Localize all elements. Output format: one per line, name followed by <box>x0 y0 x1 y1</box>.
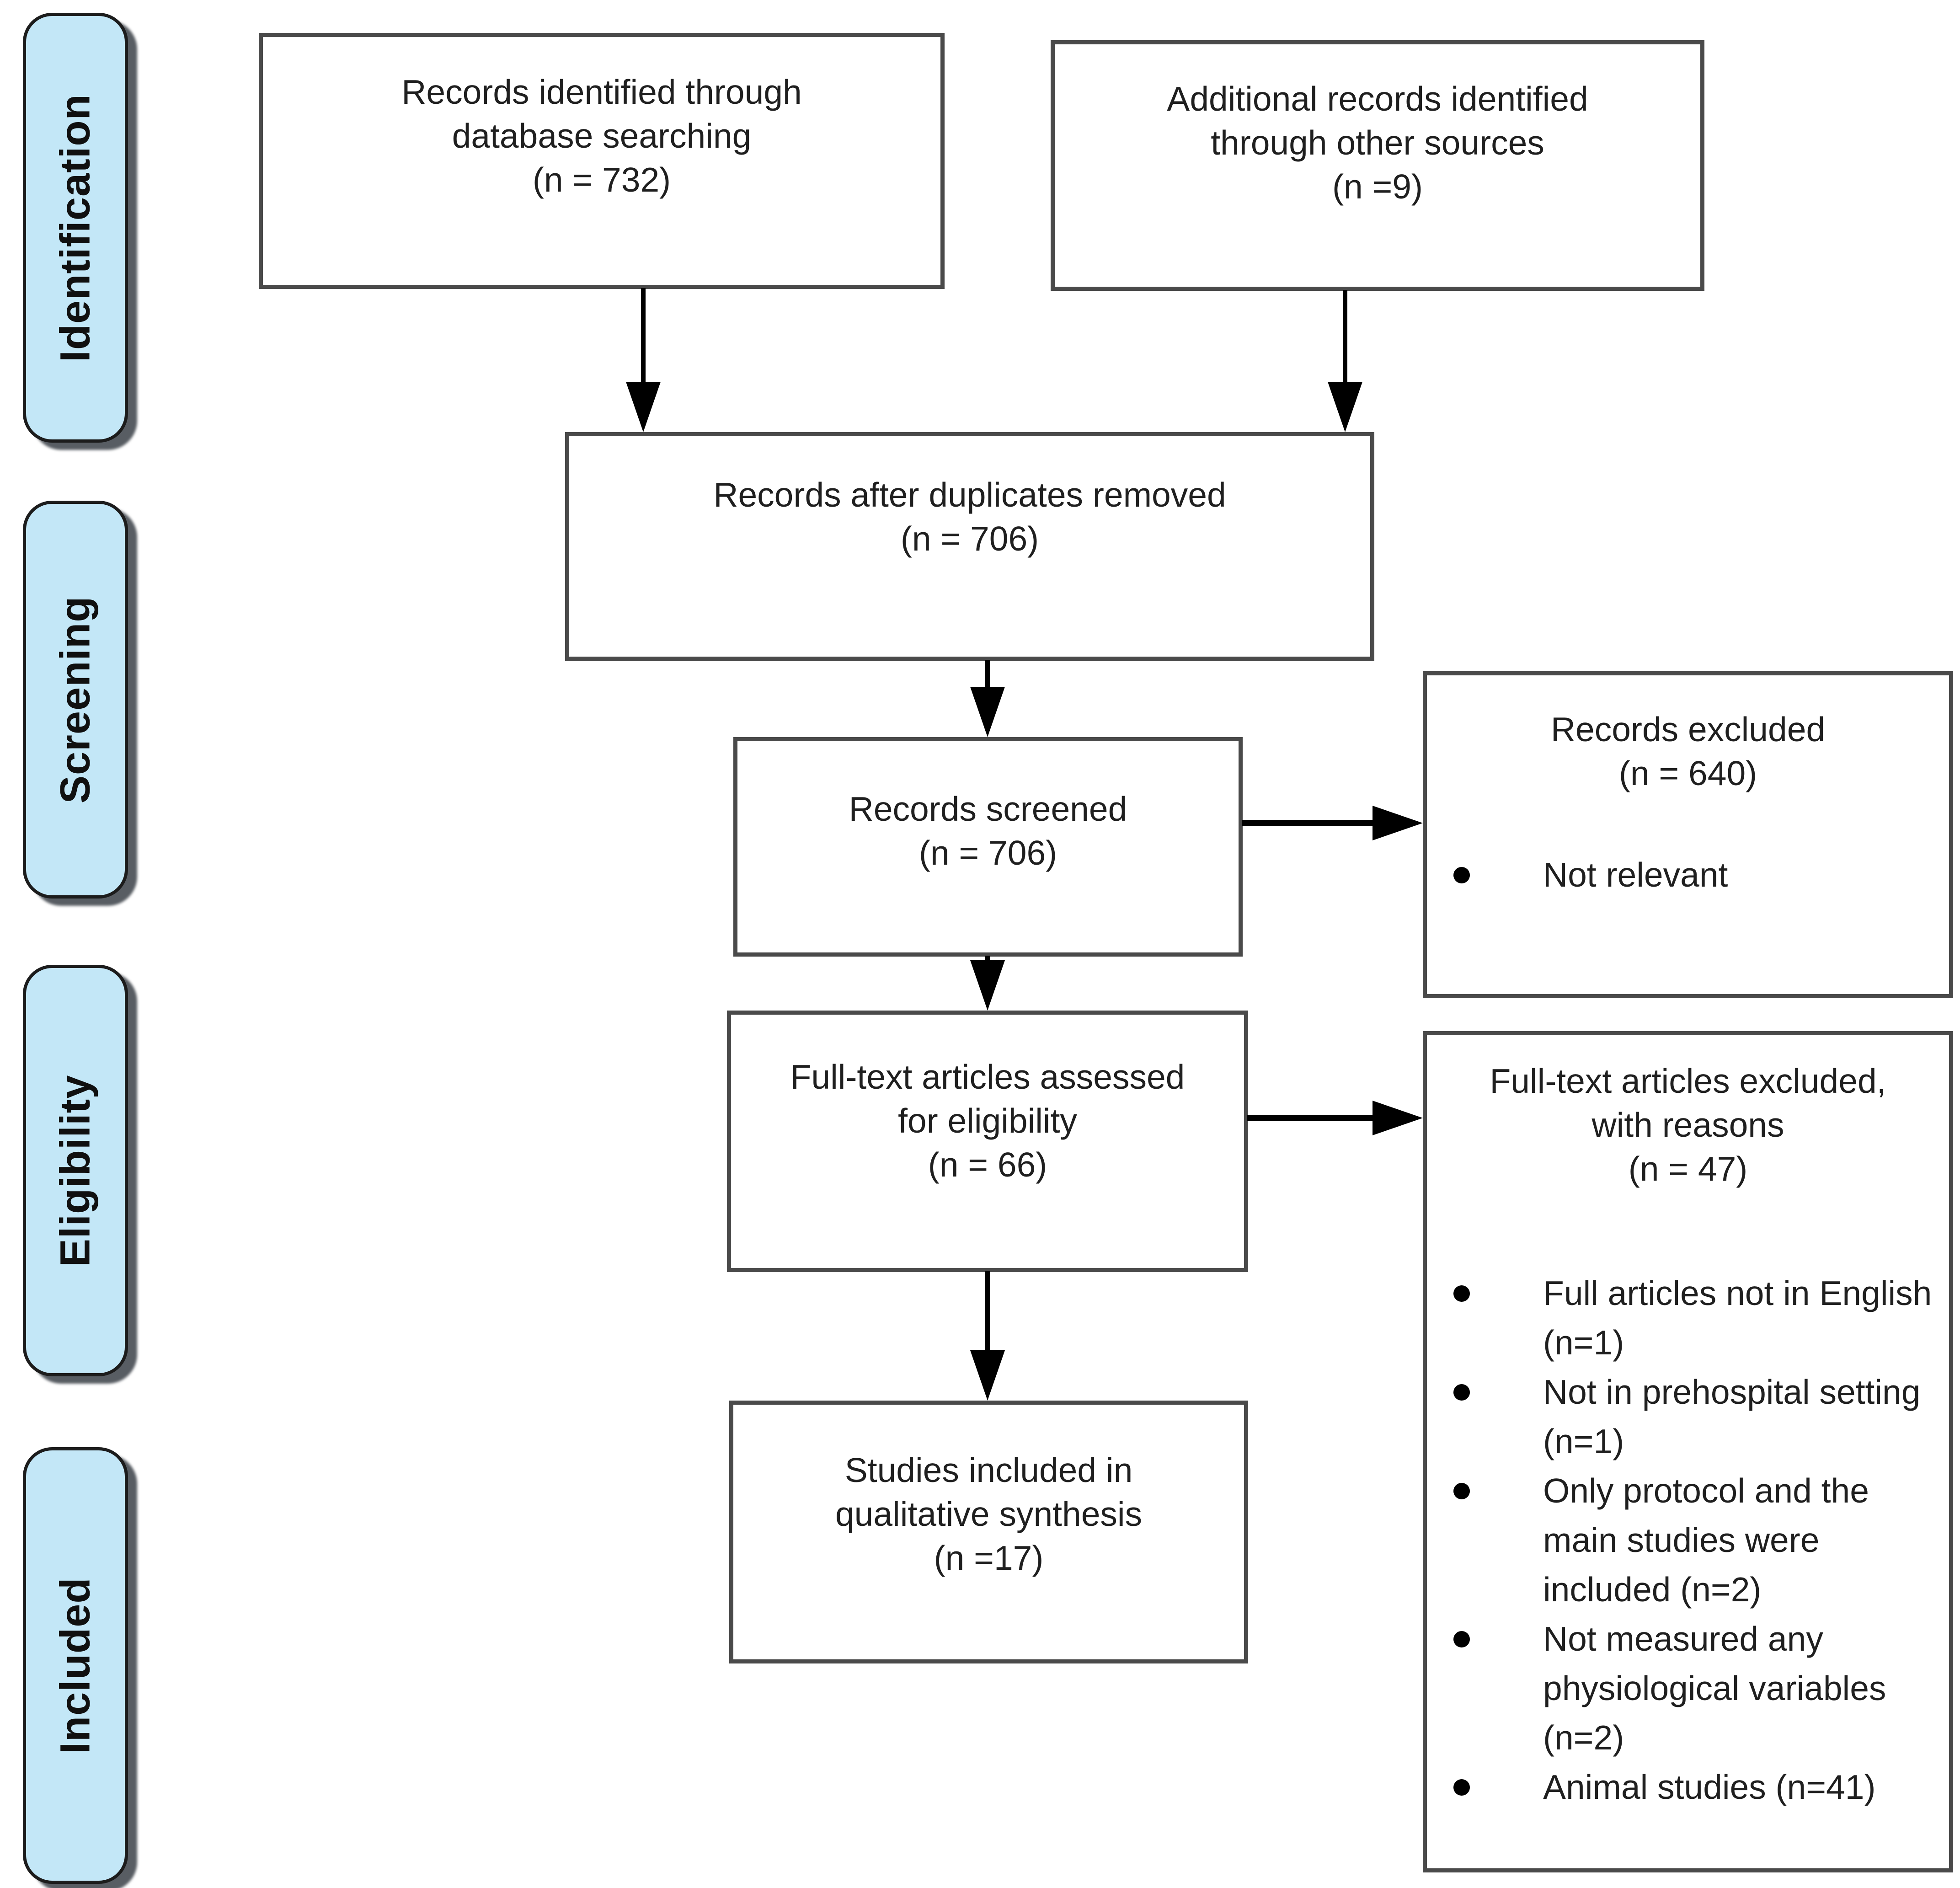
arrow-additional-to-duplicates-head <box>1328 382 1362 432</box>
list-item: Not in prehospital setting (n=1) <box>1453 1367 1935 1466</box>
stage-box-screening: Screening <box>23 501 128 899</box>
stage-label-identification: Identification <box>52 93 99 362</box>
bullet-dot-icon <box>1453 1384 1470 1401</box>
box-line: with reasons <box>1591 1106 1784 1144</box>
stage-box-identification: Identification <box>23 13 128 443</box>
bullet-dot-icon <box>1453 1779 1470 1796</box>
box-fulltext-excluded: Full-text articles excluded, with reason… <box>1423 1031 1953 1872</box>
bullet-dot-icon <box>1453 1483 1470 1499</box>
stage-label-screening: Screening <box>52 596 99 803</box>
box-line: for eligibility <box>898 1102 1077 1140</box>
box-count: (n = 66) <box>928 1145 1047 1184</box>
box-line: Full-text articles assessed <box>790 1058 1185 1096</box>
box-line: Studies included in <box>844 1450 1133 1489</box>
list-item: Only protocol and the main studies were … <box>1453 1466 1935 1614</box>
arrow-screened-to-fulltext-head <box>970 960 1005 1011</box>
list-item: Animal studies (n=41) <box>1453 1762 1935 1812</box>
arrow-screened-to-excluded-head <box>1373 806 1423 840</box>
exclusion-reason: Animal studies (n=41) <box>1543 1768 1876 1806</box>
arrow-fulltext-to-included-stem <box>985 1271 990 1353</box>
box-count: (n =17) <box>934 1538 1044 1577</box>
box-count: (n = 706) <box>900 519 1039 558</box>
box-line: Records screened <box>849 790 1127 828</box>
box-records-screened: Records screened (n = 706) <box>733 737 1243 957</box>
stage-box-eligibility: Eligibility <box>23 965 128 1376</box>
arrow-additional-to-duplicates-stem <box>1343 290 1347 384</box>
bullet-dot-icon <box>1453 867 1470 883</box>
exclusion-reason: Not measured any physiological variables… <box>1543 1620 1886 1757</box>
arrow-duplicates-to-screened-stem <box>985 660 990 689</box>
box-additional-records: Additional records identified through ot… <box>1051 40 1704 291</box>
box-studies-included: Studies included in qualitative synthesi… <box>729 1401 1248 1663</box>
box-records-identified: Records identified through database sear… <box>259 33 945 289</box>
exclusion-reason: Not relevant <box>1543 856 1728 894</box>
stage-label-eligibility: Eligibility <box>52 1075 99 1267</box>
box-count: (n = 706) <box>919 834 1057 872</box>
box-line: qualitative synthesis <box>835 1494 1143 1533</box>
box-duplicates-removed: Records after duplicates removed (n = 70… <box>565 432 1374 661</box>
box-line: Records excluded <box>1550 710 1826 749</box>
box-count: (n = 47) <box>1628 1150 1748 1188</box>
box-count: (n =9) <box>1332 167 1423 206</box>
arrow-fulltext-to-excluded-stem <box>1247 1115 1380 1121</box>
arrow-identified-to-duplicates-head <box>626 382 661 432</box>
box-records-excluded: Records excluded (n = 640) Not relevant <box>1423 671 1953 998</box>
list-item: Not relevant <box>1453 850 1935 899</box>
exclusion-reason-list: Full articles not in English (n=1) Not i… <box>1441 1268 1935 1812</box>
arrow-screened-to-excluded-stem <box>1242 820 1379 826</box>
box-count: (n = 640) <box>1618 754 1757 792</box>
exclusion-reason-list: Not relevant <box>1441 850 1935 899</box>
box-line: Records after duplicates removed <box>713 476 1226 514</box>
stage-label-included: Included <box>52 1577 99 1754</box>
box-line: through other sources <box>1211 123 1544 162</box>
list-item: Not measured any physiological variables… <box>1453 1614 1935 1762</box>
box-count: (n = 732) <box>532 160 671 199</box>
box-fulltext-assessed: Full-text articles assessed for eligibil… <box>727 1011 1248 1272</box>
exclusion-reason: Not in prehospital setting (n=1) <box>1543 1373 1921 1460</box>
exclusion-reason: Only protocol and the main studies were … <box>1543 1471 1869 1609</box>
box-line: Additional records identified <box>1167 80 1588 118</box>
arrow-fulltext-to-excluded-head <box>1373 1101 1423 1135</box>
box-line: Full-text articles excluded, <box>1490 1062 1886 1100</box>
bullet-dot-icon <box>1453 1285 1470 1302</box>
list-item: Full articles not in English (n=1) <box>1453 1268 1935 1367</box>
arrow-identified-to-duplicates-stem <box>641 288 646 384</box>
box-line: Records identified through <box>401 73 802 111</box>
stage-box-included: Included <box>23 1447 128 1884</box>
box-line: database searching <box>452 117 752 155</box>
arrow-fulltext-to-included-head <box>970 1350 1005 1401</box>
bullet-dot-icon <box>1453 1631 1470 1647</box>
arrow-duplicates-to-screened-head <box>970 687 1005 737</box>
exclusion-reason: Full articles not in English (n=1) <box>1543 1274 1932 1362</box>
